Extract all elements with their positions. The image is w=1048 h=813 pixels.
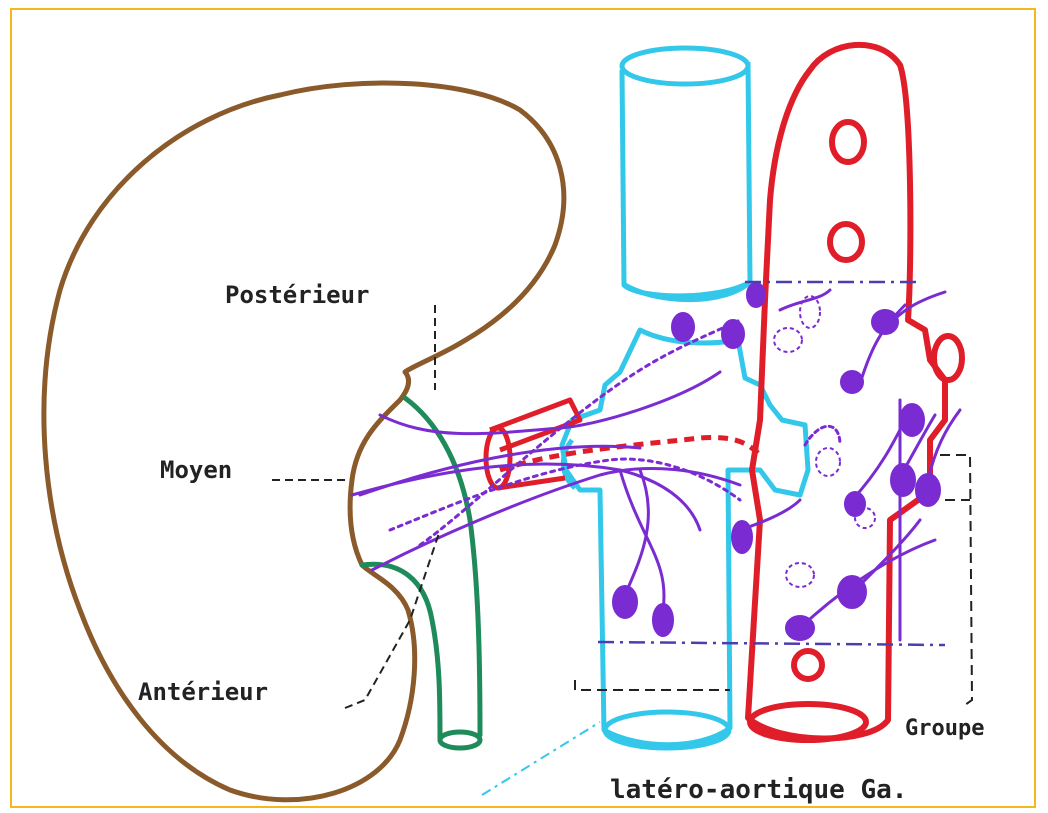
lymphatic-vessels	[352, 290, 960, 640]
label-group-line1: Groupe	[905, 716, 984, 741]
ureter	[362, 398, 480, 748]
label-middle: Moyen	[160, 456, 232, 484]
group-bracket	[575, 455, 972, 705]
label-posterior: Postérieur	[225, 281, 370, 309]
label-anterior: Antérieur	[138, 678, 268, 706]
label-group-line2: latéro-aortique Ga.	[610, 775, 907, 805]
renal-artery	[486, 400, 760, 488]
hollow-nodes	[774, 296, 875, 587]
group-leader-cyan	[482, 722, 600, 795]
